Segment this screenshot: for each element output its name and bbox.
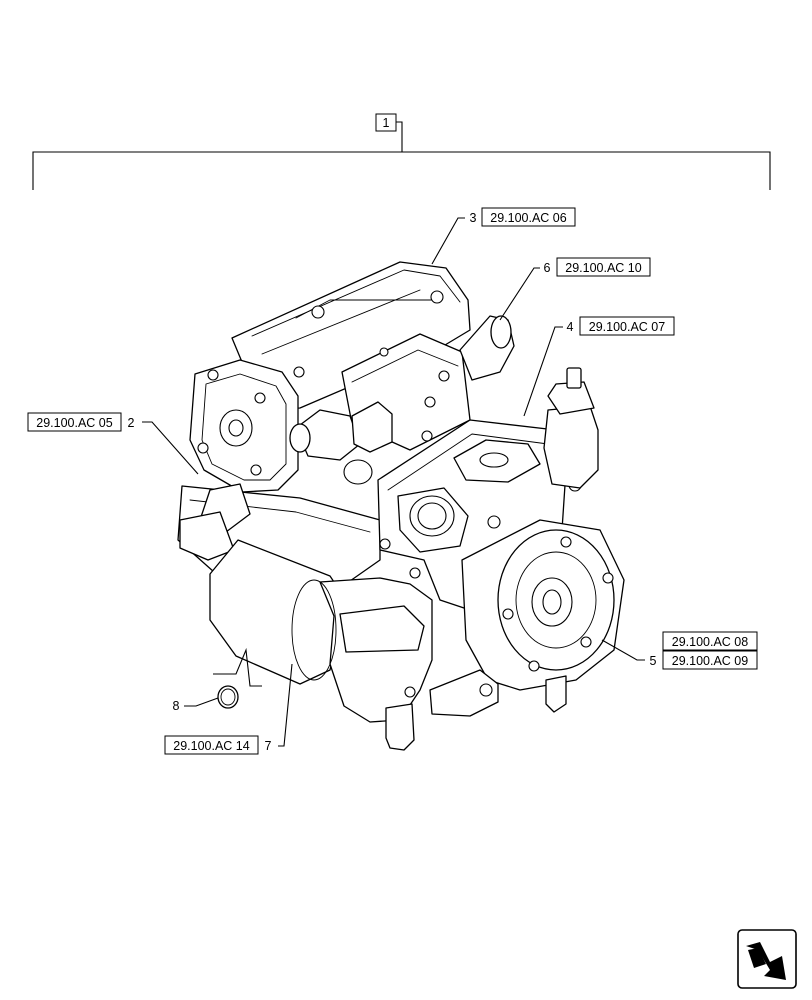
callout-3-item: 3	[470, 211, 477, 225]
callout-4-item: 4	[567, 320, 574, 334]
callout-item-4: 4 29.100.AC 07	[523, 316, 675, 417]
callout-5-ref-b: 29.100.AC 09	[672, 654, 748, 668]
o-ring-item-8	[213, 647, 262, 709]
callout-item-6: 6 29.100.AC 10	[499, 257, 651, 321]
callout-item-3: 3 29.100.AC 06	[431, 207, 576, 265]
callout-4-ref: 29.100.AC 07	[589, 320, 665, 334]
callout-5-ref-a: 29.100.AC 08	[672, 635, 748, 649]
callout-2-item: 2	[128, 416, 135, 430]
hydraulic-pump-illustration	[177, 261, 625, 751]
next-page-arrow-icon[interactable]	[737, 929, 797, 989]
callout-8-item: 8	[173, 699, 180, 713]
callout-6-ref: 29.100.AC 10	[565, 261, 641, 275]
callout-item-8: 8	[173, 697, 219, 713]
callout-item-5: 29.100.AC 08 29.100.AC 09 5	[601, 631, 758, 670]
callout-5-item: 5	[650, 654, 657, 668]
assembly-item-number: 1	[383, 116, 390, 130]
callout-item-7: 29.100.AC 14 7	[164, 663, 293, 755]
callout-2-ref: 29.100.AC 05	[36, 416, 112, 430]
callout-item-2: 29.100.AC 05 2	[27, 412, 199, 475]
callout-3-ref: 29.100.AC 06	[490, 211, 566, 225]
callout-6-item: 6	[544, 261, 551, 275]
callout-7-ref: 29.100.AC 14	[173, 739, 249, 753]
callout-7-item: 7	[265, 739, 272, 753]
assembly-bracket: 1	[32, 113, 771, 190]
